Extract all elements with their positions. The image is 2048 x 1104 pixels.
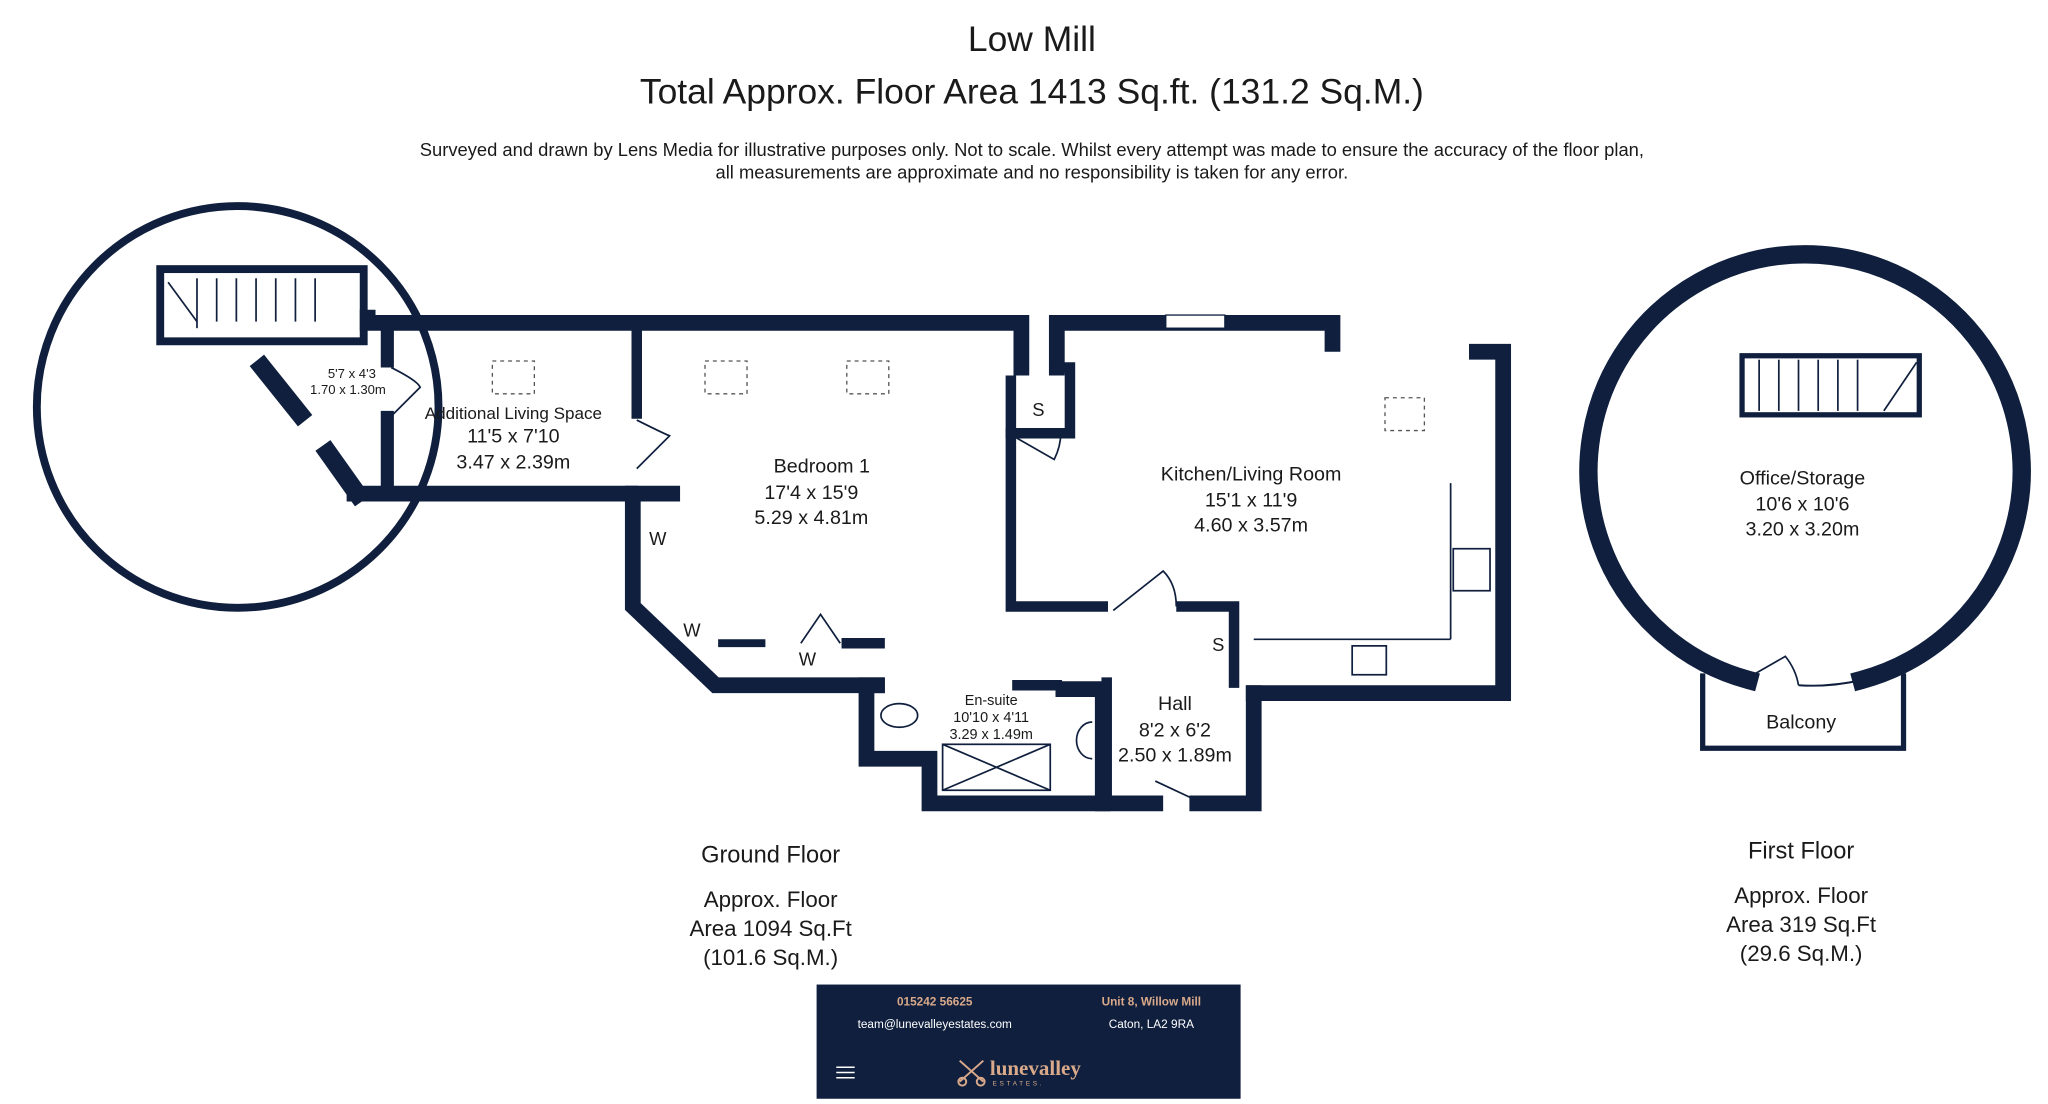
bedroom-name: Bedroom 1 (774, 456, 870, 478)
total-area: Total Approx. Floor Area 1413 Sq.ft. (13… (640, 72, 1424, 112)
bedroom-imperial: 17'4 x 15'9 (764, 482, 858, 504)
first-floor-line1: Approx. Floor (1734, 883, 1868, 908)
disclaimer-line1: Surveyed and drawn by Lens Media for ill… (420, 139, 1644, 160)
agent-address2: Caton, LA2 9RA (1109, 1017, 1194, 1031)
wardrobe-label-2: W (683, 620, 701, 641)
menu-icon[interactable] (836, 1066, 855, 1079)
page-title: Low Mill (968, 19, 1096, 59)
hall-imperial: 8'2 x 6'2 (1139, 719, 1211, 741)
disclaimer-line2: all measurements are approximate and no … (716, 162, 1349, 183)
ensuite-metric: 3.29 x 1.49m (949, 727, 1032, 743)
first-floor-name: First Floor (1748, 839, 1854, 865)
office-metric: 3.20 x 3.20m (1746, 519, 1860, 541)
storage-label-2: S (1212, 634, 1224, 655)
office-name: Office/Storage (1740, 467, 1866, 489)
hall-name: Hall (1158, 693, 1192, 715)
ground-floor-line3: (101.6 Sq.M.) (703, 945, 838, 970)
agent-banner: 015242 56625 team@lunevalleyestates.com … (816, 984, 1241, 1099)
agent-address1: Unit 8, Willow Mill (1102, 995, 1202, 1009)
ensuite-imperial: 10'10 x 4'11 (953, 710, 1029, 726)
additional-imperial: 11'5 x 7'10 (467, 425, 560, 447)
kitchen-name: Kitchen/Living Room (1161, 463, 1342, 485)
skylight-icons (491, 360, 1426, 432)
basin-icon (1075, 721, 1093, 760)
first-floor-line3: (29.6 Sq.M.) (1740, 941, 1863, 966)
additional-name: Additional Living Space (425, 404, 602, 423)
stairs-icon-first (1758, 359, 1918, 412)
ground-floor-line2: Area 1094 Sq.Ft (689, 916, 852, 941)
additional-metric: 3.47 x 2.39m (456, 452, 570, 474)
bedroom-metric: 5.29 x 4.81m (754, 507, 868, 529)
landing-metric: 1.70 x 1.30m (310, 382, 386, 397)
sink-icon (1351, 645, 1388, 676)
balcony-name: Balcony (1766, 712, 1836, 734)
logo-text: lunevalley (990, 1056, 1082, 1080)
toilet-icon (880, 702, 919, 729)
ensuite-name: En-suite (965, 693, 1018, 709)
wardrobe-label-3: W (799, 649, 817, 670)
storage-label-1: S (1032, 399, 1044, 420)
shower-icon (941, 743, 1052, 792)
first-floor-walls (1579, 245, 2031, 751)
agent-phone[interactable]: 015242 56625 (897, 995, 973, 1009)
stairs-icon (167, 278, 316, 329)
wardrobe-label-1: W (649, 528, 667, 549)
hob-icon (1452, 547, 1491, 592)
agent-email[interactable]: team@lunevalleyestates.com (858, 1017, 1012, 1031)
door-swings (390, 366, 1198, 802)
ground-floor-name: Ground Floor (701, 842, 840, 868)
hall-metric: 2.50 x 1.89m (1118, 744, 1232, 766)
keys-logo-icon (957, 1059, 986, 1087)
kitchen-imperial: 15'1 x 11'9 (1205, 490, 1298, 512)
first-floor-line2: Area 319 Sq.Ft (1726, 912, 1877, 937)
ground-floor-walls (32, 202, 1512, 812)
office-imperial: 10'6 x 10'6 (1755, 494, 1849, 516)
landing-imperial: 5'7 x 4'3 (328, 366, 376, 381)
kitchen-metric: 4.60 x 3.57m (1194, 515, 1308, 537)
logo-subtext: ESTATES. (992, 1081, 1044, 1088)
ground-floor-line1: Approx. Floor (704, 887, 838, 912)
